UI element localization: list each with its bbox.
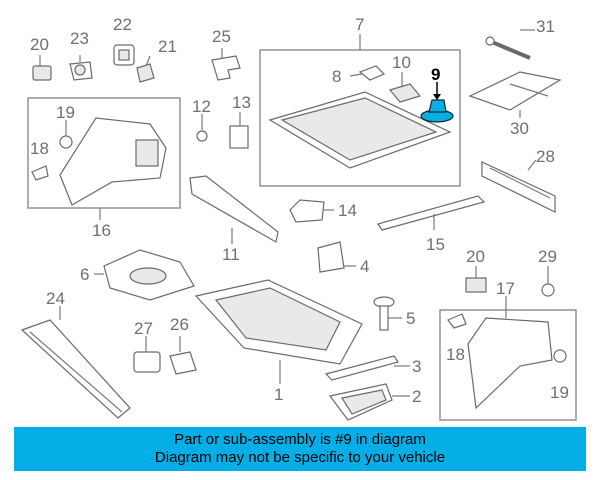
callout-19-left: 19 (56, 103, 75, 122)
part-29-screw (541, 266, 555, 297)
banner-line-1: Part or sub-assembly is #9 in diagram (174, 431, 426, 448)
part-20-clip-b (465, 266, 487, 293)
part-6-tray (94, 249, 195, 301)
info-banner: Part or sub-assembly is #9 in diagram Di… (14, 427, 586, 471)
part-26-latch (169, 336, 197, 375)
callout-12: 12 (192, 97, 211, 116)
callout-8: 8 (332, 67, 341, 86)
callout-23: 23 (70, 29, 89, 48)
callout-24: 24 (46, 289, 65, 308)
part-19-clip-a (59, 120, 73, 149)
callout-20-right: 20 (466, 247, 485, 266)
part-17-side-trim (467, 296, 553, 410)
part-23-bulb-socket (69, 55, 93, 81)
part-16-side-trim (59, 117, 167, 206)
part-18-hook-b (447, 313, 467, 329)
part-27-latch (133, 336, 161, 373)
part-13-bracket (229, 112, 249, 149)
callout-18-right: 18 (446, 345, 465, 364)
part-1-floor-tub (194, 279, 363, 384)
callout-13: 13 (232, 93, 251, 112)
callout-4: 4 (360, 257, 369, 276)
part-2-tray (328, 383, 410, 421)
callout-3: 3 (412, 357, 421, 376)
callout-30: 30 (510, 119, 529, 138)
part-22-lamp (113, 44, 135, 66)
part-31-wrench (485, 29, 535, 60)
part-11-panel (189, 175, 279, 244)
callout-15: 15 (426, 235, 445, 254)
callout-25: 25 (212, 27, 231, 46)
group-box-17 (439, 309, 577, 421)
callout-19-right: 19 (550, 383, 569, 402)
callout-14: 14 (338, 201, 357, 220)
callout-11: 11 (222, 245, 240, 264)
part-25-bracket (211, 48, 241, 81)
banner-line-2: Diagram may not be specific to your vehi… (154, 449, 446, 466)
callout-27: 27 (134, 319, 153, 338)
callout-5: 5 (406, 309, 415, 328)
part-3-cover (324, 355, 410, 381)
part-8-hook (349, 65, 386, 81)
callout-26: 26 (170, 315, 189, 334)
callout-1: 1 (274, 385, 283, 404)
part-18-hook-a (31, 165, 49, 181)
part-5-bolt (373, 296, 402, 331)
part-15-sill (377, 195, 486, 231)
callout-17: 17 (496, 279, 515, 298)
part-9-highlighted (420, 82, 454, 123)
part-30-jack (468, 71, 562, 118)
callout-20-top: 20 (30, 35, 49, 54)
callout-10: 10 (392, 53, 411, 72)
callout-21: 21 (158, 37, 177, 56)
callout-6: 6 (80, 265, 89, 284)
part-28-trim (481, 159, 556, 213)
part-21-clip (136, 55, 155, 83)
callout-16: 16 (92, 221, 111, 240)
callout-29: 29 (538, 247, 557, 266)
callout-2: 2 (412, 387, 421, 406)
part-24-cargo-cover (20, 306, 131, 419)
callout-22: 22 (113, 15, 132, 34)
part-10-handle (388, 72, 422, 103)
callout-9: 9 (431, 65, 440, 84)
callout-7: 7 (355, 15, 364, 34)
part-7-cargo-cover (268, 34, 452, 169)
part-12-screw (196, 114, 208, 142)
part-4-bracket (317, 241, 356, 273)
part-14-bracket (289, 199, 334, 223)
callout-18-left: 18 (30, 139, 49, 158)
part-20-clip (32, 55, 52, 81)
callout-28: 28 (536, 147, 555, 166)
part-19-clip-b (553, 349, 567, 363)
group-box-16 (27, 97, 181, 209)
callout-31: 31 (536, 17, 555, 36)
